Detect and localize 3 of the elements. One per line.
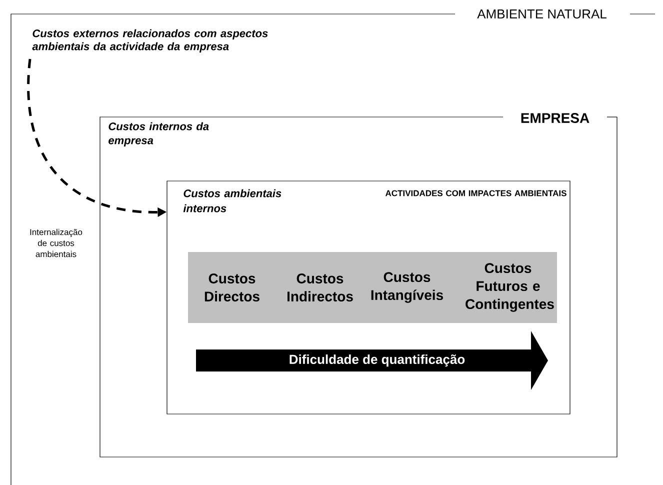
- italic-heading: Custos externos relacionados com aspectos ambientais da actividade da empresa: [32, 29, 268, 52]
- cost-band: Custos Directos Custos Indirectos Custos Intangíveis Custos Futuros e Contingentes: [188, 252, 557, 323]
- side-note: Internalização de custos ambientais: [30, 228, 82, 258]
